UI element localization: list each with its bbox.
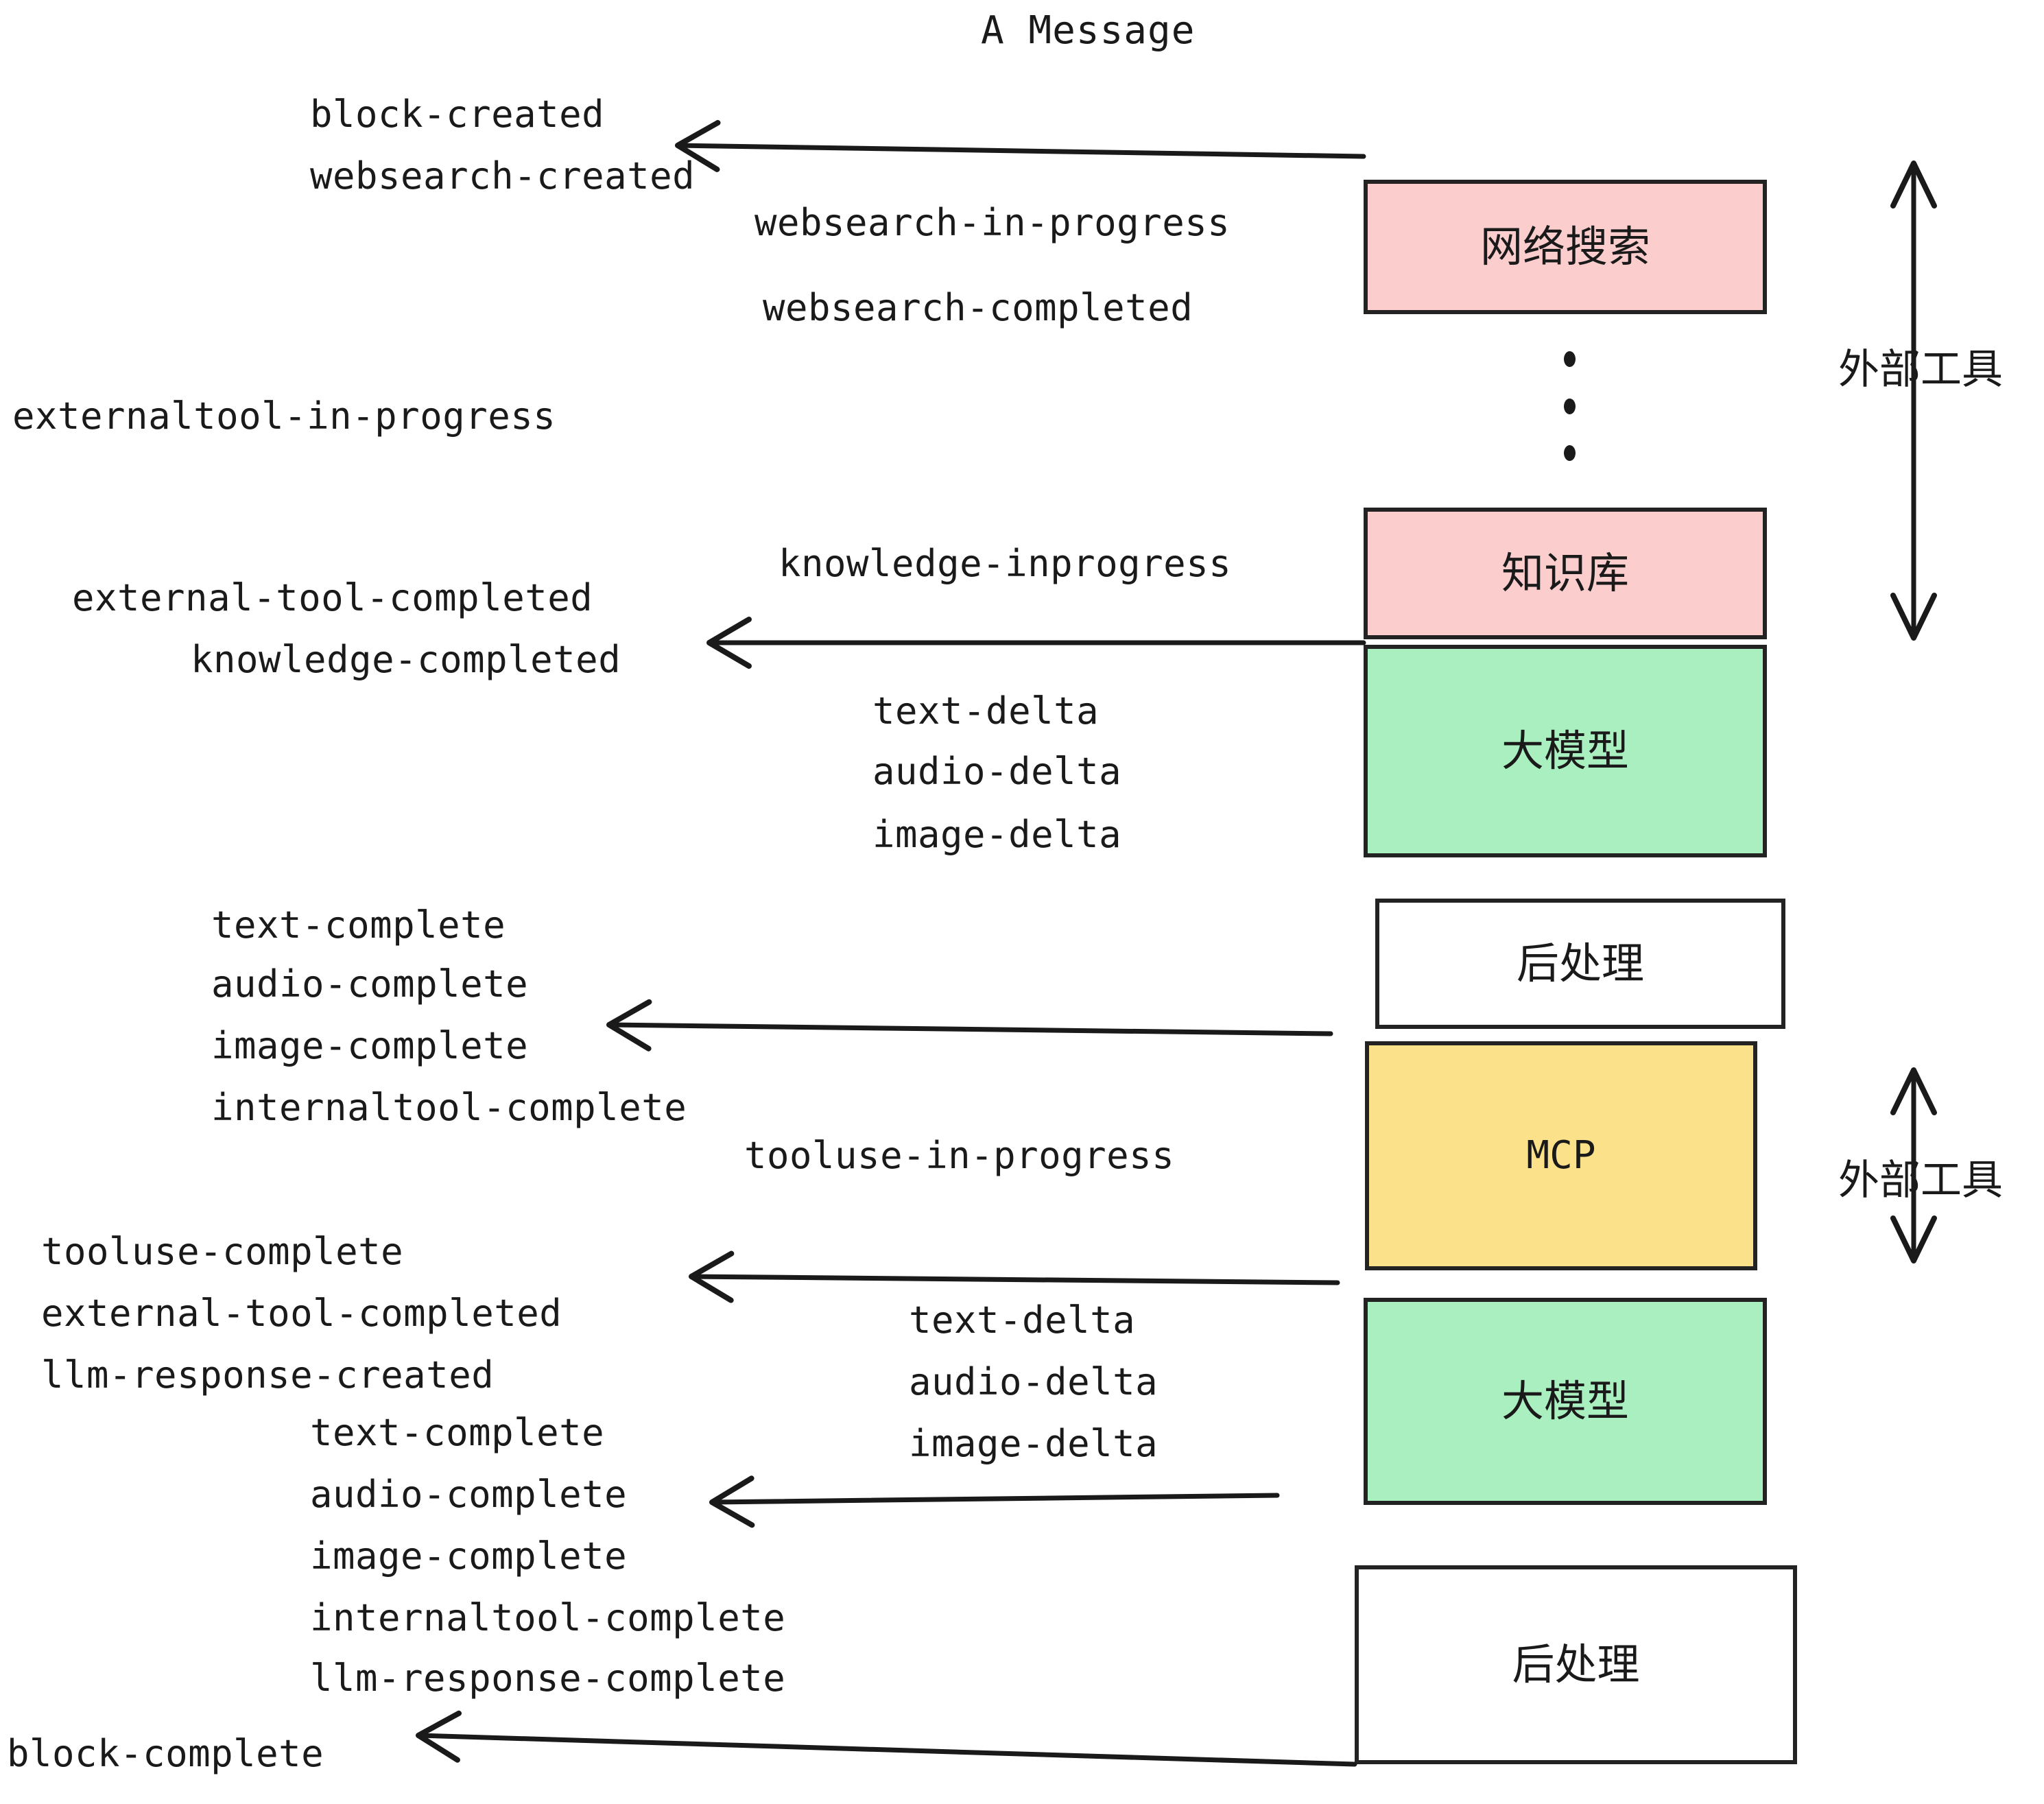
node-post-top[interactable]: 后处理 [1375, 899, 1785, 1029]
event-label-block-complete: block-complete [7, 1732, 324, 1775]
node-label: 大模型 [1501, 1376, 1629, 1426]
ellipsis-dot [1563, 351, 1576, 367]
event-label-llm-response-created: llm-response-created [41, 1353, 495, 1397]
event-label-websearch-completed: websearch-completed [763, 286, 1193, 329]
event-label-tooluse-in-progress: tooluse-in-progress [744, 1134, 1175, 1177]
node-label: MCP [1526, 1133, 1596, 1178]
arrow-block-created-shaft [675, 143, 1366, 159]
event-label-text-delta-1: text-delta [872, 689, 1100, 733]
event-label-image-delta-1: image-delta [872, 813, 1122, 856]
node-knowledge[interactable]: 知识库 [1364, 508, 1767, 639]
node-label: 知识库 [1501, 548, 1629, 598]
event-label-external-tool-completed-1: external-tool-completed [72, 576, 593, 619]
range-external-tools-top-head-down [1890, 593, 1937, 641]
event-label-tooluse-complete: tooluse-complete [41, 1230, 404, 1273]
arrow-audio-complete-shaft [709, 1493, 1280, 1505]
event-label-audio-complete-2: audio-complete [310, 1473, 628, 1516]
vertical-ellipsis [1562, 351, 1576, 461]
event-label-llm-response-complete: llm-response-complete [310, 1657, 786, 1700]
range-external-tools-top-head-up [1890, 161, 1937, 209]
range-external-tools-bottom-head-up [1890, 1067, 1937, 1115]
node-label: 后处理 [1512, 1639, 1640, 1689]
node-mcp[interactable]: MCP [1365, 1041, 1757, 1270]
arrow-audio-complete-head [709, 1475, 755, 1528]
node-llm-top[interactable]: 大模型 [1364, 645, 1767, 857]
event-label-text-complete-1: text-complete [211, 903, 506, 947]
arrow-image-complete-head [606, 999, 652, 1052]
page-title: A Message [981, 8, 1196, 53]
node-label: 后处理 [1516, 938, 1644, 988]
arrow-image-complete-shaft [606, 1022, 1333, 1036]
event-label-internaltool-complete-1: internaltool-complete [211, 1086, 687, 1129]
event-label-knowledge-completed: knowledge-completed [191, 638, 621, 681]
event-label-externaltool-in-progress: externaltool-in-progress [12, 394, 556, 438]
arrow-block-complete-shaft [416, 1733, 1357, 1767]
side-annotation-external-tools-bottom: 外部工具 [1838, 1156, 2003, 1204]
node-llm-bottom[interactable]: 大模型 [1364, 1298, 1767, 1505]
ellipsis-dot [1563, 445, 1576, 461]
event-label-audio-complete-1: audio-complete [211, 962, 529, 1006]
ellipsis-dot [1563, 398, 1576, 414]
event-label-block-created: block-created [310, 93, 605, 136]
node-label: 网络搜索 [1479, 222, 1650, 272]
event-label-image-complete-1: image-complete [211, 1024, 529, 1067]
node-post-bottom[interactable]: 后处理 [1355, 1565, 1797, 1764]
event-label-websearch-created: websearch-created [310, 154, 696, 198]
event-label-image-delta-2: image-delta [909, 1422, 1158, 1465]
event-label-audio-delta-1: audio-delta [872, 750, 1122, 793]
node-websearch[interactable]: 网络搜索 [1364, 180, 1767, 314]
event-label-image-complete-2: image-complete [310, 1534, 628, 1578]
event-label-external-tool-completed-2: external-tool-completed [41, 1292, 562, 1335]
event-label-internaltool-complete-2: internaltool-complete [310, 1596, 786, 1639]
arrow-tooluse-done-head [689, 1250, 735, 1303]
event-label-text-delta-2: text-delta [909, 1298, 1136, 1342]
event-label-knowledge-inprogress: knowledge-inprogress [779, 542, 1232, 585]
side-annotation-external-tools-top: 外部工具 [1838, 346, 2003, 394]
range-external-tools-bottom-head-down [1890, 1215, 1937, 1263]
event-label-audio-delta-2: audio-delta [909, 1360, 1158, 1403]
arrow-knowledge-done-head [706, 617, 752, 669]
arrow-tooluse-done-shaft [689, 1274, 1340, 1285]
node-label: 大模型 [1501, 726, 1629, 776]
arrow-block-complete-head [416, 1710, 462, 1763]
event-label-text-complete-2: text-complete [310, 1411, 605, 1454]
event-label-websearch-in-progress: websearch-in-progress [754, 201, 1231, 244]
